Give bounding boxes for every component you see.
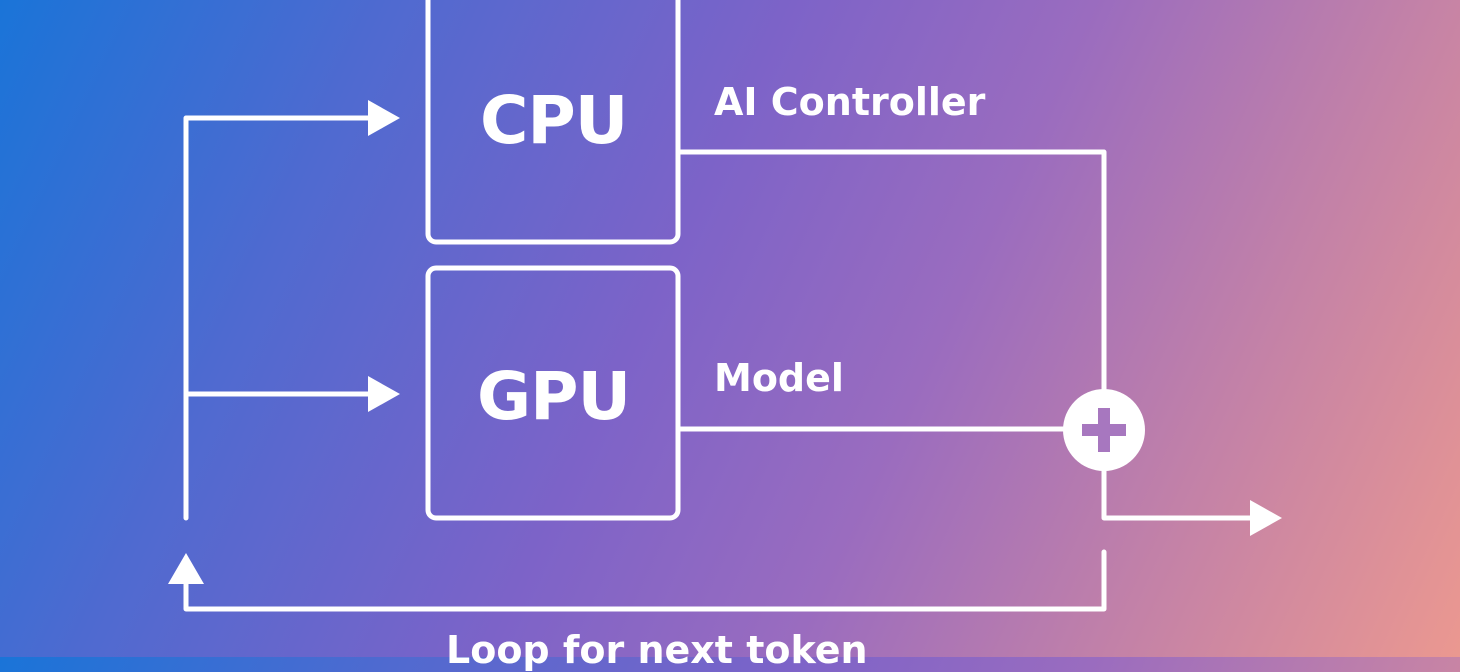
gpu-box (425, 265, 681, 521)
arrowhead-output-icon (1250, 500, 1282, 536)
ai-controller-label: AI Controller (714, 80, 986, 124)
arrowhead-gpu-icon (368, 376, 400, 412)
cpu-label: CPU (480, 82, 628, 159)
arrowhead-loop-icon (168, 553, 204, 584)
cpu-box (425, 0, 681, 245)
model-label: Model (714, 356, 844, 400)
input-line-cpu (183, 115, 375, 521)
diagram-canvas (168, 0, 1282, 612)
adder-output-line (1101, 465, 1255, 521)
gpu-label: GPU (477, 358, 631, 435)
loop-line (183, 549, 1107, 612)
adder-plus-icon (1063, 389, 1145, 471)
arrowhead-cpu-icon (368, 100, 400, 136)
loop-label: Loop for next token (446, 628, 868, 672)
cpu-output-line (675, 149, 1107, 395)
